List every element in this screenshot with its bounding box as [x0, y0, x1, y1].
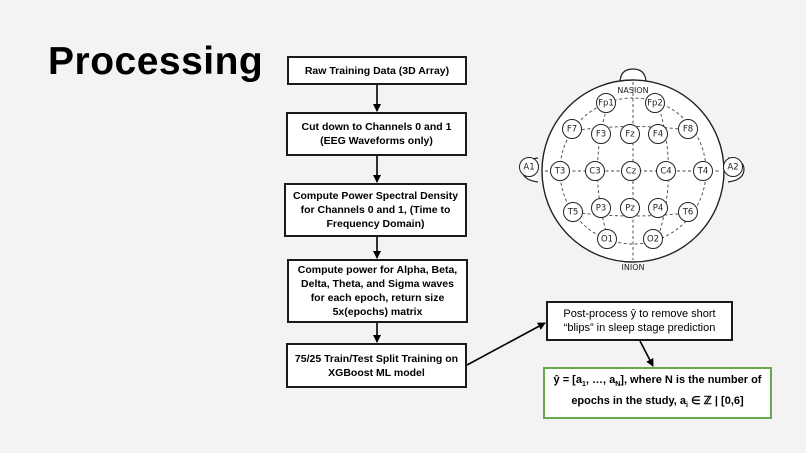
- nose-shape: [619, 68, 647, 84]
- electrode-circle: [585, 161, 605, 181]
- electrode-c3: C3: [585, 161, 605, 181]
- nasion-label: NASION: [617, 86, 648, 95]
- electrode-circle: [648, 124, 668, 144]
- electrode-label: A2: [727, 163, 738, 173]
- flow-step-psd: Compute Power Spectral Density for Chann…: [284, 183, 467, 237]
- electrode-t3: T3: [550, 161, 570, 181]
- electrode-c4: C4: [656, 161, 676, 181]
- electrode-circle: [656, 161, 676, 181]
- electrode-circle: [562, 119, 582, 139]
- electrode-label: A1: [523, 163, 534, 173]
- electrode-label: C3: [589, 167, 600, 177]
- flow-step-label: Cut down to Channels 0 and 1 (EEG Wavefo…: [301, 121, 452, 147]
- electrode-label: T3: [554, 167, 566, 177]
- flow-step-label: Raw Training Data (3D Array): [304, 64, 450, 77]
- flow-step-cut-channels: Cut down to Channels 0 and 1 (EEG Wavefo…: [286, 112, 467, 156]
- electrode-circle: [693, 161, 713, 181]
- electrode-circle: [645, 93, 665, 113]
- output-formula: ŷ = [a1, …, aN], where N is the number o…: [553, 373, 762, 410]
- electrode-a1: A1: [519, 157, 539, 177]
- inion-label: INION: [622, 263, 645, 272]
- electrode-label: T6: [682, 208, 694, 218]
- flow-step-label: 75/25 Train/Test Split Training on XGBoo…: [294, 352, 459, 379]
- electrode-cz: Cz: [621, 161, 641, 181]
- electrode-o2: O2: [643, 229, 663, 249]
- electrode-label: O2: [647, 235, 659, 245]
- electrode-label: Pz: [625, 204, 635, 214]
- arrow-5-postprocess: [466, 322, 546, 366]
- electrode-p3: P3: [591, 198, 611, 218]
- electrode-label: P4: [653, 204, 664, 214]
- electrode-circle: [620, 124, 640, 144]
- slide-title: Processing: [48, 40, 264, 83]
- electrode-circle: [621, 161, 641, 181]
- electrode-circle: [563, 202, 583, 222]
- flow-step-train-xgboost: 75/25 Train/Test Split Training on XGBoo…: [286, 343, 467, 388]
- electrode-circle: [591, 124, 611, 144]
- electrode-circle: [519, 157, 539, 177]
- electrode-o1: O1: [597, 229, 617, 249]
- electrode-t6: T6: [678, 202, 698, 222]
- electrode-f7: F7: [562, 119, 582, 139]
- electrode-label: F8: [683, 125, 693, 135]
- electrode-label: Fp2: [647, 99, 663, 109]
- electrode-fp1: Fp1: [596, 93, 616, 113]
- electrode-circle: [591, 198, 611, 218]
- electrode-pz: Pz: [620, 198, 640, 218]
- electrode-t5: T5: [563, 202, 583, 222]
- electrode-circle: [643, 229, 663, 249]
- electrode-fz: Fz: [620, 124, 640, 144]
- electrode-circle: [678, 119, 698, 139]
- electrode-label: Fz: [625, 130, 635, 140]
- flow-step-band-power: Compute power for Alpha, Beta, Delta, Th…: [287, 259, 468, 323]
- flow-step-label: Compute power for Alpha, Beta, Delta, Th…: [297, 264, 458, 318]
- flow-output-box: ŷ = [a1, …, aN], where N is the number o…: [543, 367, 772, 419]
- electrode-a2: A2: [723, 157, 743, 177]
- electrode-circle: [550, 161, 570, 181]
- electrode-f8: F8: [678, 119, 698, 139]
- electrode-fp2: Fp2: [645, 93, 665, 113]
- electrode-p4: P4: [648, 198, 668, 218]
- electrode-circle: [620, 198, 640, 218]
- electrode-circle: [648, 198, 668, 218]
- flow-step-raw-data: Raw Training Data (3D Array): [287, 56, 467, 85]
- flow-step-label: Post-process ŷ to remove short “blips” i…: [563, 308, 716, 334]
- flow-step-label: Compute Power Spectral Density for Chann…: [292, 190, 459, 230]
- electrode-label: P3: [596, 204, 607, 214]
- electrode-label: T4: [697, 167, 709, 177]
- electrode-label: Fp1: [598, 99, 614, 109]
- electrode-label: F4: [653, 130, 663, 140]
- electrode-f3: F3: [591, 124, 611, 144]
- electrode-label: C4: [660, 167, 671, 177]
- electrode-label: T5: [567, 208, 579, 218]
- electrode-label: F7: [567, 125, 577, 135]
- electrode-circle: [596, 93, 616, 113]
- electrode-label: F3: [596, 130, 606, 140]
- electrode-label: Cz: [626, 167, 637, 177]
- flow-step-postprocess: Post-process ŷ to remove short “blips” i…: [546, 301, 733, 341]
- electrode-t4: T4: [693, 161, 713, 181]
- arrow-postprocess-output: [639, 340, 654, 367]
- electrode-circle: [597, 229, 617, 249]
- electrode-f4: F4: [648, 124, 668, 144]
- electrode-circle: [723, 157, 743, 177]
- electrode-label: O1: [601, 235, 613, 245]
- electrode-circle: [678, 202, 698, 222]
